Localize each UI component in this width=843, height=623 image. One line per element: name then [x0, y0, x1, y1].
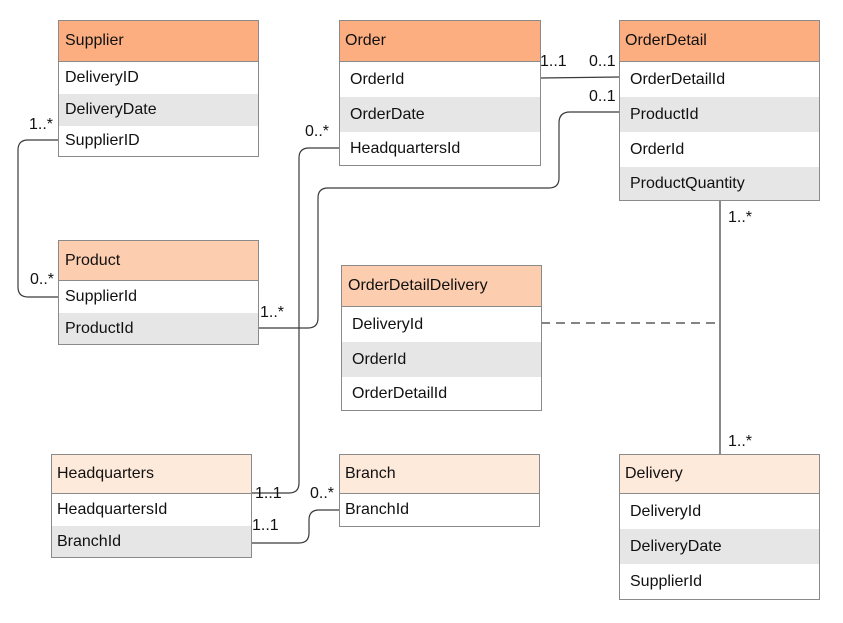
field-row: DeliveryID [65, 69, 139, 86]
field-row: OrderDetailId [352, 384, 448, 402]
field-row: OrderDate [340, 97, 540, 132]
field-row: DeliveryDate [620, 529, 819, 564]
entity-orderdetail[interactable]: OrderDetail OrderDetailId ProductId Orde… [619, 20, 820, 201]
entity-supplier[interactable]: Supplier DeliveryID DeliveryDate Supplie… [58, 20, 259, 157]
cardinality-label: 1..* [29, 116, 54, 133]
cardinality-label: 1..1 [252, 517, 279, 534]
cardinality-label: 0..* [310, 485, 335, 502]
cardinality-label: 0..* [30, 271, 55, 288]
field-row: SupplierID [65, 132, 140, 149]
orderdetail-product-connector [258, 111, 620, 329]
field-row: DeliveryDate [59, 94, 258, 126]
cardinality-label: 1..* [728, 433, 753, 450]
entity-branch[interactable]: Branch BranchId [339, 454, 540, 527]
cardinality-label: 1..1 [255, 485, 282, 502]
entity-title: Product [59, 241, 258, 281]
cardinality-label: 1..* [728, 209, 753, 226]
supplier-product-connector [17, 139, 58, 298]
field-row: OrderId [350, 70, 405, 88]
order-headquarters-connector [251, 147, 340, 494]
field-row: OrderDetailId [630, 70, 726, 88]
entity-title: Order [340, 21, 540, 62]
headquarters-branch-connector [251, 509, 340, 544]
field-row: OrderId [630, 140, 685, 158]
entity-product[interactable]: Product SupplierId ProductId [58, 240, 259, 345]
field-row: DeliveryId [352, 315, 424, 333]
entity-orderdetaildelivery[interactable]: OrderDetailDelivery DeliveryId OrderId O… [341, 265, 542, 411]
entity-title: Supplier [59, 21, 258, 62]
entity-order[interactable]: Order OrderId OrderDate HeadquartersId [339, 20, 541, 166]
field-row: OrderId [342, 342, 541, 377]
field-row: DeliveryId [630, 502, 702, 520]
entity-delivery[interactable]: Delivery DeliveryId DeliveryDate Supplie… [619, 454, 820, 600]
field-row: ProductId [620, 97, 819, 132]
order-orderdetail-connector [539, 76, 621, 79]
cardinality-label: 0..1 [589, 88, 616, 105]
field-row: SupplierId [65, 288, 138, 305]
field-row: ProductId [59, 313, 258, 344]
entity-title: Headquarters [52, 455, 251, 494]
entity-title: OrderDetail [620, 21, 819, 62]
field-row: HeadquartersId [57, 501, 168, 518]
field-row: BranchId [52, 526, 251, 557]
cardinality-label: 0..1 [589, 53, 616, 70]
field-row: SupplierId [630, 572, 703, 590]
entity-title: Delivery [620, 455, 819, 494]
entity-title: OrderDetailDelivery [342, 266, 541, 307]
cardinality-label: 0..* [305, 123, 330, 140]
field-row: BranchId [345, 501, 410, 518]
entity-title: Branch [340, 455, 539, 494]
field-row: ProductQuantity [620, 167, 819, 200]
field-row: HeadquartersId [350, 139, 461, 157]
cardinality-label: 1..1 [540, 53, 567, 70]
cardinality-label: 1..* [260, 304, 285, 321]
entity-headquarters[interactable]: Headquarters HeadquartersId BranchId [51, 454, 252, 558]
